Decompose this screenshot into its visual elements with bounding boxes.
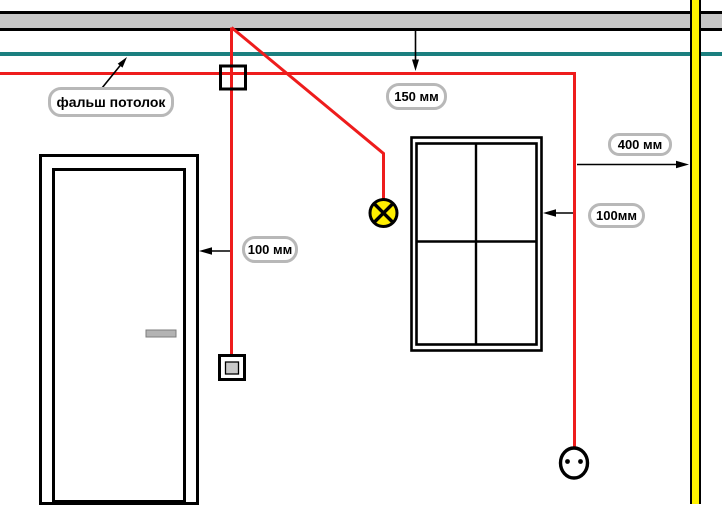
dim-100-left-label: 100 мм [242, 236, 298, 263]
dim-400-arrow [577, 160, 689, 169]
lamp [368, 198, 399, 228]
wire-main-run [0, 72, 576, 449]
riser-column [690, 0, 701, 504]
door-handle [145, 329, 177, 338]
junction-box [219, 64, 247, 91]
dim-100-right-arrow [543, 209, 573, 217]
socket-body [558, 446, 590, 480]
dim-100-right-label: 100мм [588, 203, 645, 228]
socket [558, 446, 590, 480]
window [410, 136, 543, 352]
switch-key [224, 361, 240, 375]
false-ceiling-arrow [101, 57, 127, 89]
switch [218, 354, 246, 381]
dim-150-label: 150 мм [386, 83, 447, 110]
wires [0, 26, 576, 449]
dimension-arrows [101, 31, 689, 255]
false-ceiling-label: фальш потолок [48, 87, 174, 117]
lamp-cross-2 [372, 202, 395, 224]
dim-400-label: 400 мм [608, 133, 672, 156]
socket-pin-left [565, 459, 570, 464]
false-ceiling-line [0, 52, 722, 56]
dim-100-left-arrow [199, 247, 230, 255]
ceiling-band [0, 11, 722, 31]
dim-150-arrow [412, 31, 419, 71]
door [39, 154, 199, 505]
wire-lamp-branch [230, 26, 385, 200]
socket-pin-right [578, 459, 583, 464]
